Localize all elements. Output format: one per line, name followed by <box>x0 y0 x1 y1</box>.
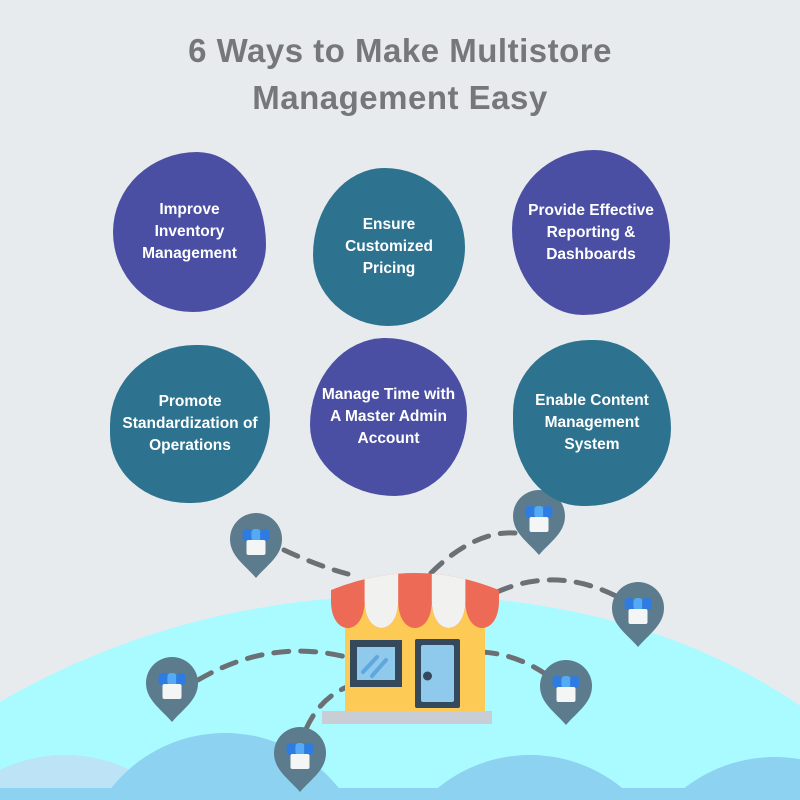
connector-pin-4 <box>303 684 350 732</box>
benefit-label: Enable Content Management System <box>535 392 649 453</box>
store-awning <box>331 573 499 628</box>
store-door <box>415 639 460 708</box>
central-store <box>322 573 499 724</box>
connector-pin-6 <box>479 649 547 676</box>
benefit-blob-improve-inventory-management: Improve Inventory Management <box>113 152 266 312</box>
door-panel <box>421 645 454 702</box>
window-glass <box>357 647 395 680</box>
benefit-label: Manage Time with A Master Admin Account <box>321 386 456 447</box>
store-window <box>350 640 402 687</box>
benefit-blob-ensure-customized-pricing: Ensure Customized Pricing <box>313 168 465 326</box>
door-knob <box>423 671 432 681</box>
location-pin-1 <box>230 513 282 578</box>
awning-red-base <box>331 573 499 628</box>
wave-base <box>0 788 800 800</box>
window-glare <box>361 655 388 678</box>
benefit-label: Ensure Customized Pricing <box>345 216 433 277</box>
connector-pin-3 <box>195 648 349 683</box>
page-title-line-1: 6 Ways to Make Multistore <box>188 32 612 69</box>
benefit-blob-master-admin-account: Manage Time with A Master Admin Account <box>310 338 467 496</box>
awning-white-stripes <box>364 573 466 628</box>
page-title: 6 Ways to Make Multistore Management Eas… <box>0 28 800 122</box>
benefit-blob-content-management-system: Enable Content Management System <box>513 340 671 506</box>
connector-pin-5 <box>494 577 619 599</box>
benefit-label: Promote Standardization of Operations <box>122 393 258 454</box>
benefit-blob-provide-effective-reporting: Provide Effective Reporting & Dashboards <box>512 150 670 315</box>
benefit-blob-promote-standardization: Promote Standardization of Operations <box>110 345 270 503</box>
connector-pin-1 <box>281 547 351 577</box>
benefit-label: Provide Effective Reporting & Dashboards <box>528 201 654 263</box>
network-connectors <box>195 530 619 732</box>
connector-pin-2 <box>428 530 518 576</box>
store-platform <box>322 711 492 724</box>
benefit-label: Improve Inventory Management <box>142 201 237 262</box>
page-title-line-2: Management Easy <box>252 78 548 116</box>
